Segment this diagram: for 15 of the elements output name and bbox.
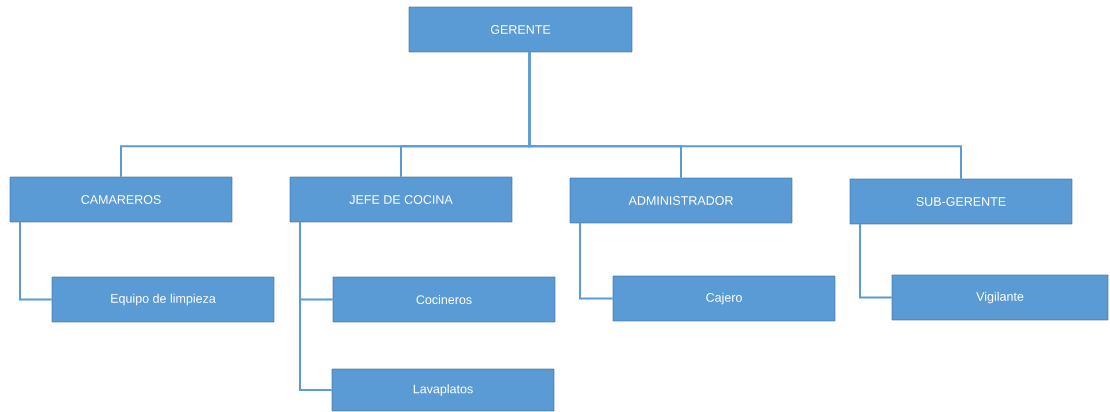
connector-line (299, 221, 333, 391)
connector-line (528, 51, 962, 180)
org-box: Cocineros (332, 276, 556, 323)
org-box: GERENTE (408, 6, 633, 53)
org-box: CAMAREROS (9, 176, 233, 223)
org-box: ADMINISTRADOR (569, 177, 793, 224)
connector-line (579, 222, 614, 300)
org-box: Equipo de limpieza (51, 276, 275, 323)
connector-line (859, 223, 893, 299)
org-box: JEFE DE COCINA (289, 176, 513, 223)
org-box: SUB-GERENTE (849, 178, 1073, 225)
connector-line (19, 221, 53, 301)
org-box: Vigilante (891, 274, 1109, 321)
org-box: Cajero (612, 275, 836, 322)
org-box: Lavaplatos (331, 368, 555, 412)
